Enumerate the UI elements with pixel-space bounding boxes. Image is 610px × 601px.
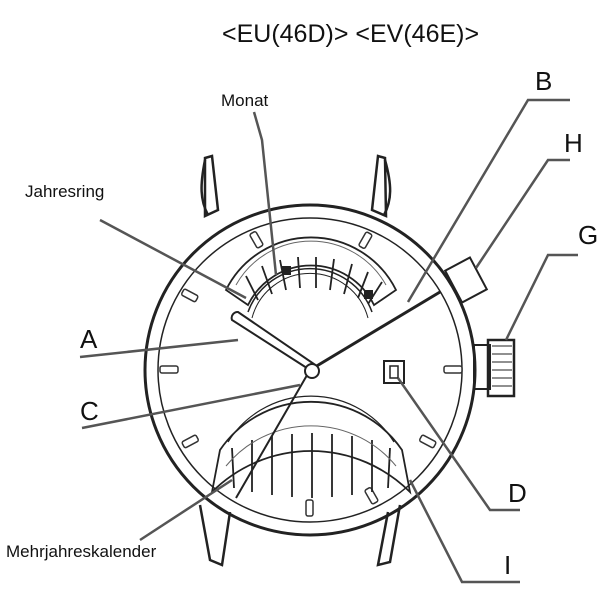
crown — [473, 338, 516, 398]
label-h: H — [564, 128, 583, 158]
watch-lugs — [198, 154, 402, 567]
label-a: A — [80, 324, 98, 354]
label-g: G — [578, 220, 598, 250]
label-mehrjahreskalender: Mehrjahreskalender — [6, 542, 157, 561]
label-d: D — [508, 478, 527, 508]
push-button — [443, 256, 489, 304]
label-monat: Monat — [221, 91, 269, 110]
leader-lines — [79, 98, 578, 584]
hour-markers — [159, 231, 463, 517]
model-codes-title: <EU(46D)> <EV(46E)> — [222, 20, 479, 48]
month-window-markings — [282, 266, 373, 299]
date-window-digit — [389, 365, 399, 379]
label-c: C — [80, 396, 99, 426]
month-window — [224, 236, 398, 319]
label-i: I — [504, 550, 511, 580]
perpetual-calendar-window — [210, 395, 412, 498]
watch-hands — [230, 290, 441, 499]
label-jahresring: Jahresring — [25, 182, 104, 201]
date-window — [383, 360, 405, 384]
label-b: B — [535, 66, 552, 96]
